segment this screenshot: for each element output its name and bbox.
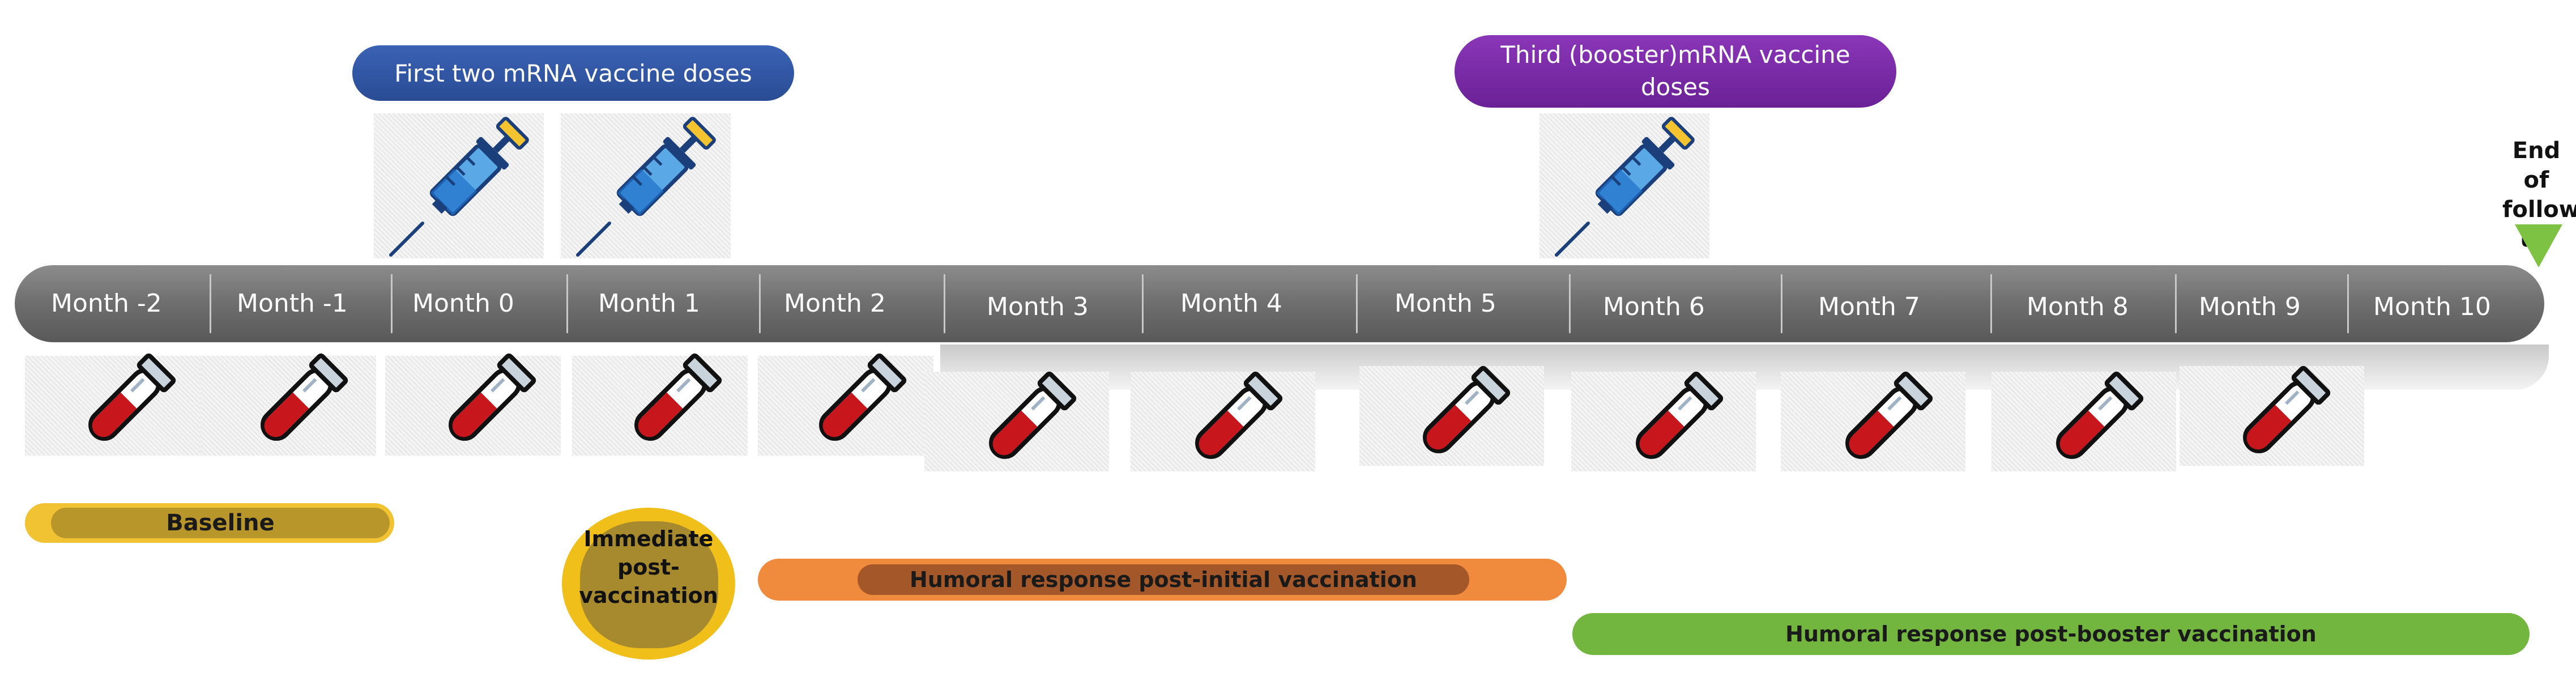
immediate-line1: Immediate: [583, 526, 714, 551]
month-divider: [1142, 274, 1144, 333]
blood-tube-icon: [1629, 373, 1721, 465]
month-divider: [1569, 274, 1571, 333]
blood-tube-icon: [812, 355, 905, 447]
tube-tile: [1571, 372, 1756, 471]
tube-tile: [25, 356, 201, 456]
timeline-bar: [15, 265, 2544, 342]
blood-tube-icon: [982, 373, 1074, 465]
first-doses-label: First two mRNA vaccine doses: [352, 45, 794, 101]
baseline-text: Baseline: [166, 510, 275, 536]
month-label: Month 0: [412, 289, 514, 318]
month-label: Month 1: [598, 289, 700, 318]
month-label: Month 2: [784, 289, 886, 318]
immediate-line2: post-: [617, 555, 680, 580]
month-label: Month 7: [1818, 292, 1920, 321]
post-initial-label: Humoral response post-initial vaccinatio…: [858, 564, 1469, 595]
month-label: Month 10: [2373, 292, 2491, 321]
blood-tube-icon: [628, 355, 720, 447]
month-divider: [2347, 274, 2349, 333]
blood-tube-icon: [2049, 373, 2142, 465]
month-divider: [944, 274, 945, 333]
immediate-line3: vaccination: [579, 583, 718, 609]
month-divider: [1990, 274, 1992, 333]
month-label: Month 9: [2199, 292, 2301, 321]
blood-tube-icon: [82, 355, 174, 447]
month-divider: [2175, 274, 2177, 333]
month-divider: [210, 274, 211, 333]
month-label: Month -1: [237, 289, 348, 318]
month-label: Month 6: [1603, 292, 1705, 321]
blood-tube-icon: [1188, 373, 1281, 465]
month-label: Month 4: [1180, 289, 1282, 318]
month-divider: [1356, 274, 1358, 333]
month-divider: [391, 274, 393, 333]
first-doses-text: First two mRNA vaccine doses: [394, 59, 752, 87]
month-divider: [566, 274, 568, 333]
booster-text-line2: doses: [1641, 73, 1710, 101]
booster-text-line1: Third (booster)mRNA vaccine: [1500, 41, 1850, 69]
end-marker-icon: [2515, 224, 2562, 267]
blood-tube-icon: [442, 355, 534, 447]
immediate-inner-circle: [580, 521, 718, 648]
booster-doses-label: Third (booster)mRNA vaccine doses: [1455, 35, 1896, 108]
post-booster-text: Humoral response post-booster vaccinatio…: [1785, 622, 2317, 647]
month-divider: [759, 274, 761, 333]
post-initial-text: Humoral response post-initial vaccinatio…: [910, 567, 1417, 592]
immediate-post-vaccination-label: Immediate post- vaccination: [562, 525, 735, 610]
blood-tube-icon: [1416, 367, 1508, 460]
month-label: Month 8: [2027, 292, 2129, 321]
month-label: Month 5: [1394, 289, 1496, 318]
month-divider: [1781, 274, 1782, 333]
blood-tube-icon: [2236, 367, 2328, 460]
tube-tile: [201, 356, 376, 456]
end-line1: End of: [2512, 138, 2561, 193]
blood-tube-icon: [1839, 373, 1931, 465]
month-label: Month -2: [51, 289, 162, 318]
month-label: Month 3: [987, 292, 1089, 321]
blood-tube-icon: [254, 355, 346, 447]
post-booster-band: Humoral response post-booster vaccinatio…: [1572, 613, 2530, 655]
baseline-label: Baseline: [51, 508, 390, 538]
